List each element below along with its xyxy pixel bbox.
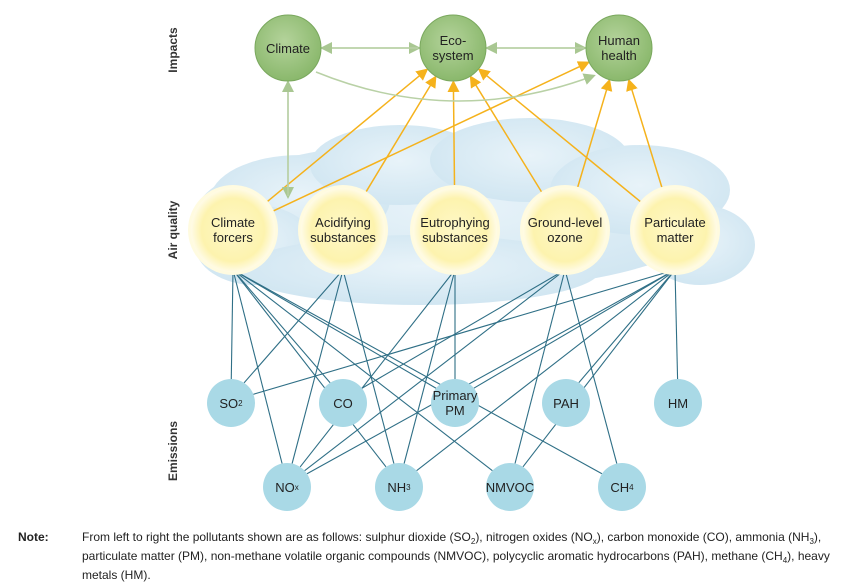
- section-label-impacts: Impacts: [166, 27, 180, 73]
- air-quality-node-pm: [633, 188, 717, 272]
- emission-link: [232, 269, 331, 384]
- emission-link: [253, 269, 676, 395]
- impact-node-human_health: [585, 14, 653, 82]
- air-quality-node-ozone: [523, 188, 607, 272]
- impact-links: [264, 42, 664, 213]
- emission-link: [473, 269, 676, 389]
- emission-link: [674, 269, 679, 380]
- emission-link: [291, 269, 344, 464]
- note-label: Note:: [18, 530, 49, 544]
- emission-node-hm: [654, 379, 702, 427]
- emission-label-hm: HM: [667, 395, 689, 411]
- emission-link: [361, 269, 566, 389]
- nodes: [188, 14, 720, 511]
- air-impact-arrow: [264, 68, 429, 204]
- emission-link: [514, 269, 566, 464]
- air-impact-arrow: [270, 61, 591, 213]
- emission-link: [578, 269, 676, 384]
- emission-node-ch4: [598, 463, 646, 511]
- emission-node-co: [319, 379, 367, 427]
- emission-link: [403, 269, 456, 464]
- emission-node-so2: [207, 379, 255, 427]
- section-label-air-quality: Air quality: [166, 200, 180, 260]
- emission-link: [564, 269, 618, 464]
- emission-label-pah: PAH: [553, 395, 579, 411]
- emission-link: [232, 269, 437, 389]
- emission-node-nmvoc: [486, 463, 534, 511]
- note-text: From left to right the pollutants shown …: [82, 530, 830, 582]
- emission-link: [243, 269, 344, 384]
- emission-link: [522, 269, 676, 468]
- emission-link: [232, 269, 283, 464]
- air-quality-node-eutrophying: [413, 188, 497, 272]
- emission-label-co: CO: [333, 395, 353, 411]
- emission-link: [232, 269, 603, 475]
- emission-link: [232, 269, 493, 472]
- emission-link: [306, 269, 676, 475]
- emission-label-nmvoc: NMVOC: [485, 479, 535, 495]
- emission-link: [230, 269, 234, 380]
- section-label-emissions: Emissions: [166, 420, 180, 482]
- air-quality-node-climate_forcers: [191, 188, 275, 272]
- emission-link: [416, 269, 676, 472]
- impact-node-ecosystem: [419, 14, 487, 82]
- emission-node-primary_pm: [431, 379, 479, 427]
- emission-link: [299, 269, 456, 468]
- emission-node-pah: [542, 379, 590, 427]
- pollution-network-diagram: [188, 14, 755, 511]
- impact-link: [315, 71, 596, 102]
- emission-link: [304, 269, 566, 472]
- air-quality-node-acidifying: [301, 188, 385, 272]
- air-impact-arrow: [364, 75, 437, 195]
- air-impact-arrow: [626, 78, 664, 191]
- impact-label-climate: Climate: [265, 40, 311, 56]
- air-impact-arrow: [469, 75, 544, 195]
- emission-links: [230, 269, 679, 475]
- air-impact-arrow: [576, 78, 613, 190]
- emission-node-nh3: [375, 463, 423, 511]
- impact-node-climate: [254, 14, 322, 82]
- emission-link: [232, 269, 387, 468]
- emission-link: [342, 269, 395, 464]
- emission-node-nox: [263, 463, 311, 511]
- impact-label-ecosystem: Eco-system: [432, 33, 474, 63]
- air-impact-arrow: [477, 68, 643, 204]
